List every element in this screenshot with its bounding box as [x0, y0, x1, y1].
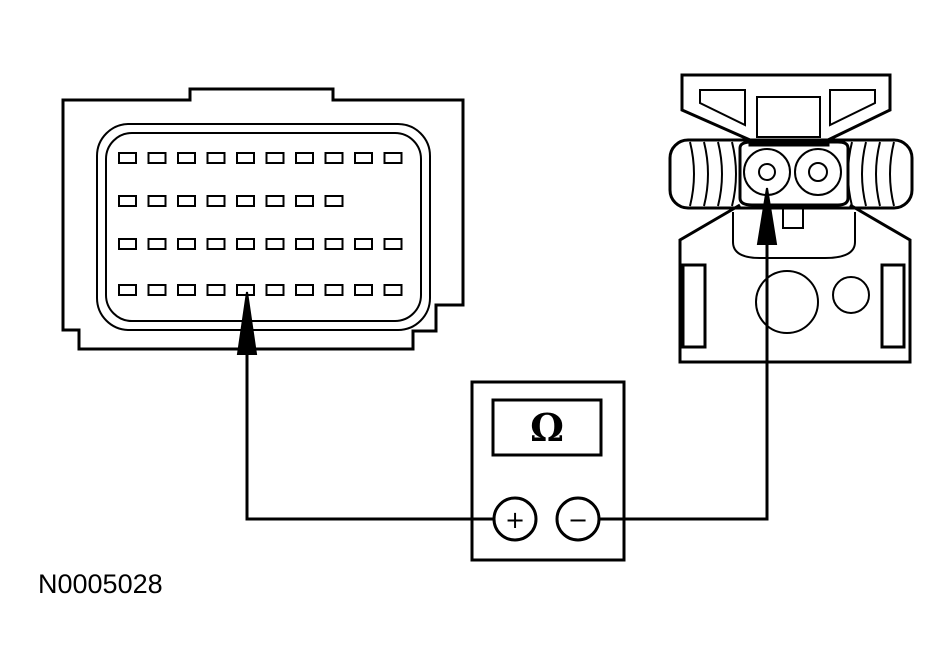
pin-cavity [177, 195, 196, 207]
pin-cavity [265, 195, 285, 207]
negative-probe-tip-arrow [756, 187, 778, 245]
pin-cavity [265, 152, 285, 164]
sensor-connector [668, 73, 914, 364]
pin-cavity [295, 195, 314, 207]
pin-cavity [177, 152, 196, 164]
connector-pins [118, 152, 403, 296]
terminal-2-pin [808, 162, 828, 182]
pin-cavity [147, 238, 167, 250]
ohmmeter: Ω + − [470, 380, 626, 562]
figure-reference-id: N0005028 [38, 569, 163, 599]
pin-cavity [295, 284, 314, 296]
lock-tab-left [681, 263, 707, 349]
pin-cavity [295, 238, 314, 250]
ohm-symbol: Ω [530, 405, 564, 450]
lock-tab-right [880, 263, 906, 349]
positive-terminal-label: + [505, 506, 525, 534]
pin-cavity [118, 284, 137, 296]
terminal-2-socket [794, 148, 842, 196]
pin-cavity [147, 152, 167, 164]
mounting-hole-large [755, 270, 819, 334]
pin-cavity [206, 238, 226, 250]
pin-cavity [147, 195, 167, 207]
pin-cavity [118, 152, 137, 164]
pin-cavity [236, 238, 255, 250]
pin-cavity [236, 284, 255, 296]
pin-cavity [206, 152, 226, 164]
polarization-key [782, 205, 804, 229]
pin-cavity [236, 152, 255, 164]
pin-cavity [383, 238, 403, 250]
pin-cavity [324, 284, 344, 296]
negative-test-lead [599, 230, 769, 521]
connector-latch [680, 73, 892, 147]
pin-cavity [354, 284, 373, 296]
pin-cavity [324, 195, 344, 207]
pin-cavity [236, 195, 255, 207]
seal-ribs-left [689, 141, 737, 207]
pin-cavity [383, 284, 403, 296]
connector-body [678, 203, 912, 364]
pin-cavity [177, 238, 196, 250]
meter-body [470, 380, 626, 562]
seal-ribs-right [847, 141, 895, 207]
latch-window-right [829, 89, 876, 127]
pin-cavity [324, 238, 344, 250]
negative-terminal-label: − [568, 506, 588, 534]
latch-window-left [699, 89, 746, 127]
connector-face-inner [105, 132, 422, 322]
pin-cavity [206, 284, 226, 296]
pin-cavity [354, 152, 373, 164]
pin-cavity [206, 195, 226, 207]
terminal-cavity-housing [738, 140, 850, 207]
pin-cavity [147, 284, 167, 296]
meter-display [491, 398, 603, 457]
pin-cavity [118, 238, 137, 250]
pin-cavity [383, 152, 403, 164]
latch-slot [756, 96, 821, 138]
pin-cavity [295, 152, 314, 164]
mounting-hole-small [832, 276, 870, 314]
connector-face-outer [96, 123, 431, 331]
pin-cavity [265, 284, 285, 296]
pin-cavity [177, 284, 196, 296]
terminal-1-pin [758, 163, 776, 181]
body-inner [732, 212, 856, 259]
pin-cavity [354, 238, 373, 250]
connector-housing [61, 87, 465, 351]
positive-probe-tip-arrow [236, 291, 258, 355]
seal-band [668, 138, 914, 210]
positive-test-lead [245, 336, 494, 521]
module-connector [61, 87, 465, 351]
pin-cavity [265, 238, 285, 250]
pin-cavity [118, 195, 137, 207]
pin-cavity [324, 152, 344, 164]
